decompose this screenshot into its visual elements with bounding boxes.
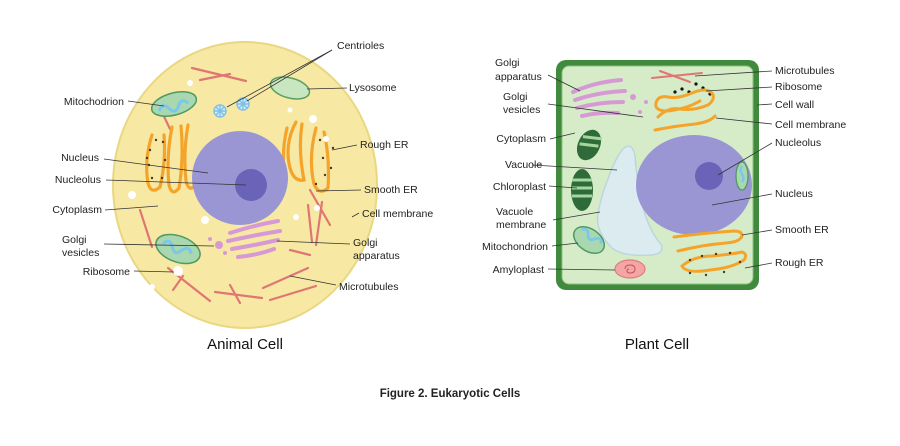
- plant-golgi-vesicles: [630, 94, 648, 114]
- label-centrioles: Centrioles: [337, 40, 384, 52]
- plant-rough-er: [680, 250, 748, 273]
- animal-rough-er-ribosomes-left: [145, 138, 167, 180]
- plant-labels: Golgi apparatus Golgi vesicles Cytoplasm…: [482, 57, 846, 276]
- plant-nucleus: [636, 135, 752, 235]
- label-plant-nucleolus: Nucleolus: [775, 137, 821, 149]
- plant-leader-lines: [531, 70, 773, 271]
- label-plant-cell-wall: Cell wall: [775, 99, 814, 111]
- label-plant-ribosome: Ribosome: [775, 81, 822, 93]
- label-plant-nucleus: Nucleus: [775, 188, 813, 200]
- animal-cell-title: Animal Cell: [207, 336, 283, 353]
- plant-amyloplast: [614, 259, 646, 279]
- animal-rough-er-left: [145, 123, 197, 194]
- animal-mitochondrion: [150, 91, 198, 117]
- plant-cell-title: Plant Cell: [625, 336, 689, 353]
- label-plant-golgi-vesicles-line2: vesicles: [503, 104, 540, 116]
- label-plant-smooth-er: Smooth ER: [775, 224, 829, 236]
- label-ribosome: Ribosome: [83, 266, 130, 278]
- label-plant-cytoplasm: Cytoplasm: [496, 133, 546, 145]
- plant-cell: [556, 60, 759, 290]
- label-microtubules: Microtubules: [339, 281, 399, 293]
- animal-mitochondrion-2: [155, 233, 201, 265]
- plant-mitochondrion-right: [735, 161, 749, 191]
- label-lysosome: Lysosome: [349, 82, 397, 94]
- label-plant-golgi-vesicles-line1: Golgi: [503, 91, 528, 103]
- animal-labels: Centrioles Lysosome Mitochodrion Rough E…: [52, 40, 433, 293]
- label-golgi-vesicles-line1: Golgi: [62, 234, 87, 246]
- label-golgi-apparatus-line2: apparatus: [353, 250, 400, 262]
- label-plant-vacuole-membrane-line1: Vacuole: [496, 206, 533, 218]
- label-plant-golgi-apparatus-line2: apparatus: [495, 71, 542, 83]
- animal-golgi-apparatus: [226, 219, 282, 259]
- plant-nucleolus: [695, 162, 723, 190]
- animal-rough-er-ribosomes-right: [314, 138, 335, 186]
- label-plant-vacuole-membrane-line2: membrane: [496, 219, 546, 231]
- animal-golgi-vesicles: [208, 237, 227, 255]
- label-plant-microtubules: Microtubules: [775, 65, 835, 77]
- plant-mitochondrion: [572, 225, 606, 255]
- animal-ribosomes: [128, 80, 329, 290]
- plant-chloroplast-2: [571, 169, 593, 211]
- label-plant-golgi-apparatus-line1: Golgi: [495, 57, 520, 69]
- label-cell-membrane: Cell membrane: [362, 208, 433, 220]
- label-plant-mitochondrion: Mitochondrion: [482, 241, 548, 253]
- label-golgi-vesicles-line2: vesicles: [62, 247, 99, 259]
- label-plant-vacuole: Vacuole: [505, 159, 542, 171]
- animal-lysosome: [269, 76, 311, 100]
- label-golgi-apparatus-line1: Golgi: [353, 237, 378, 249]
- label-mitochondrion: Mitochodrion: [64, 96, 124, 108]
- label-rough-er: Rough ER: [360, 139, 409, 151]
- label-cytoplasm: Cytoplasm: [52, 204, 102, 216]
- animal-centrioles: [213, 97, 250, 118]
- plant-rough-er-ribosomes: [688, 251, 742, 277]
- label-plant-rough-er: Rough ER: [775, 257, 824, 269]
- label-nucleus: Nucleus: [61, 152, 99, 164]
- plant-microtubules: [651, 70, 703, 83]
- plant-smooth-er-top: [654, 88, 715, 119]
- label-nucleolus: Nucleolus: [55, 174, 101, 186]
- plant-vacuole: [596, 145, 663, 257]
- label-plant-chloroplast: Chloroplast: [493, 181, 546, 193]
- animal-nucleolus: [235, 169, 267, 201]
- plant-chloroplast: [576, 129, 602, 161]
- plant-smooth-er: [672, 229, 744, 253]
- label-plant-amyloplast: Amyloplast: [493, 264, 544, 276]
- animal-leader-lines: [103, 49, 362, 286]
- plant-smooth-er-top-2: [653, 114, 717, 132]
- label-plant-cell-membrane: Cell membrane: [775, 119, 846, 131]
- figure-caption: Figure 2. Eukaryotic Cells: [380, 388, 521, 400]
- label-smooth-er: Smooth ER: [364, 184, 418, 196]
